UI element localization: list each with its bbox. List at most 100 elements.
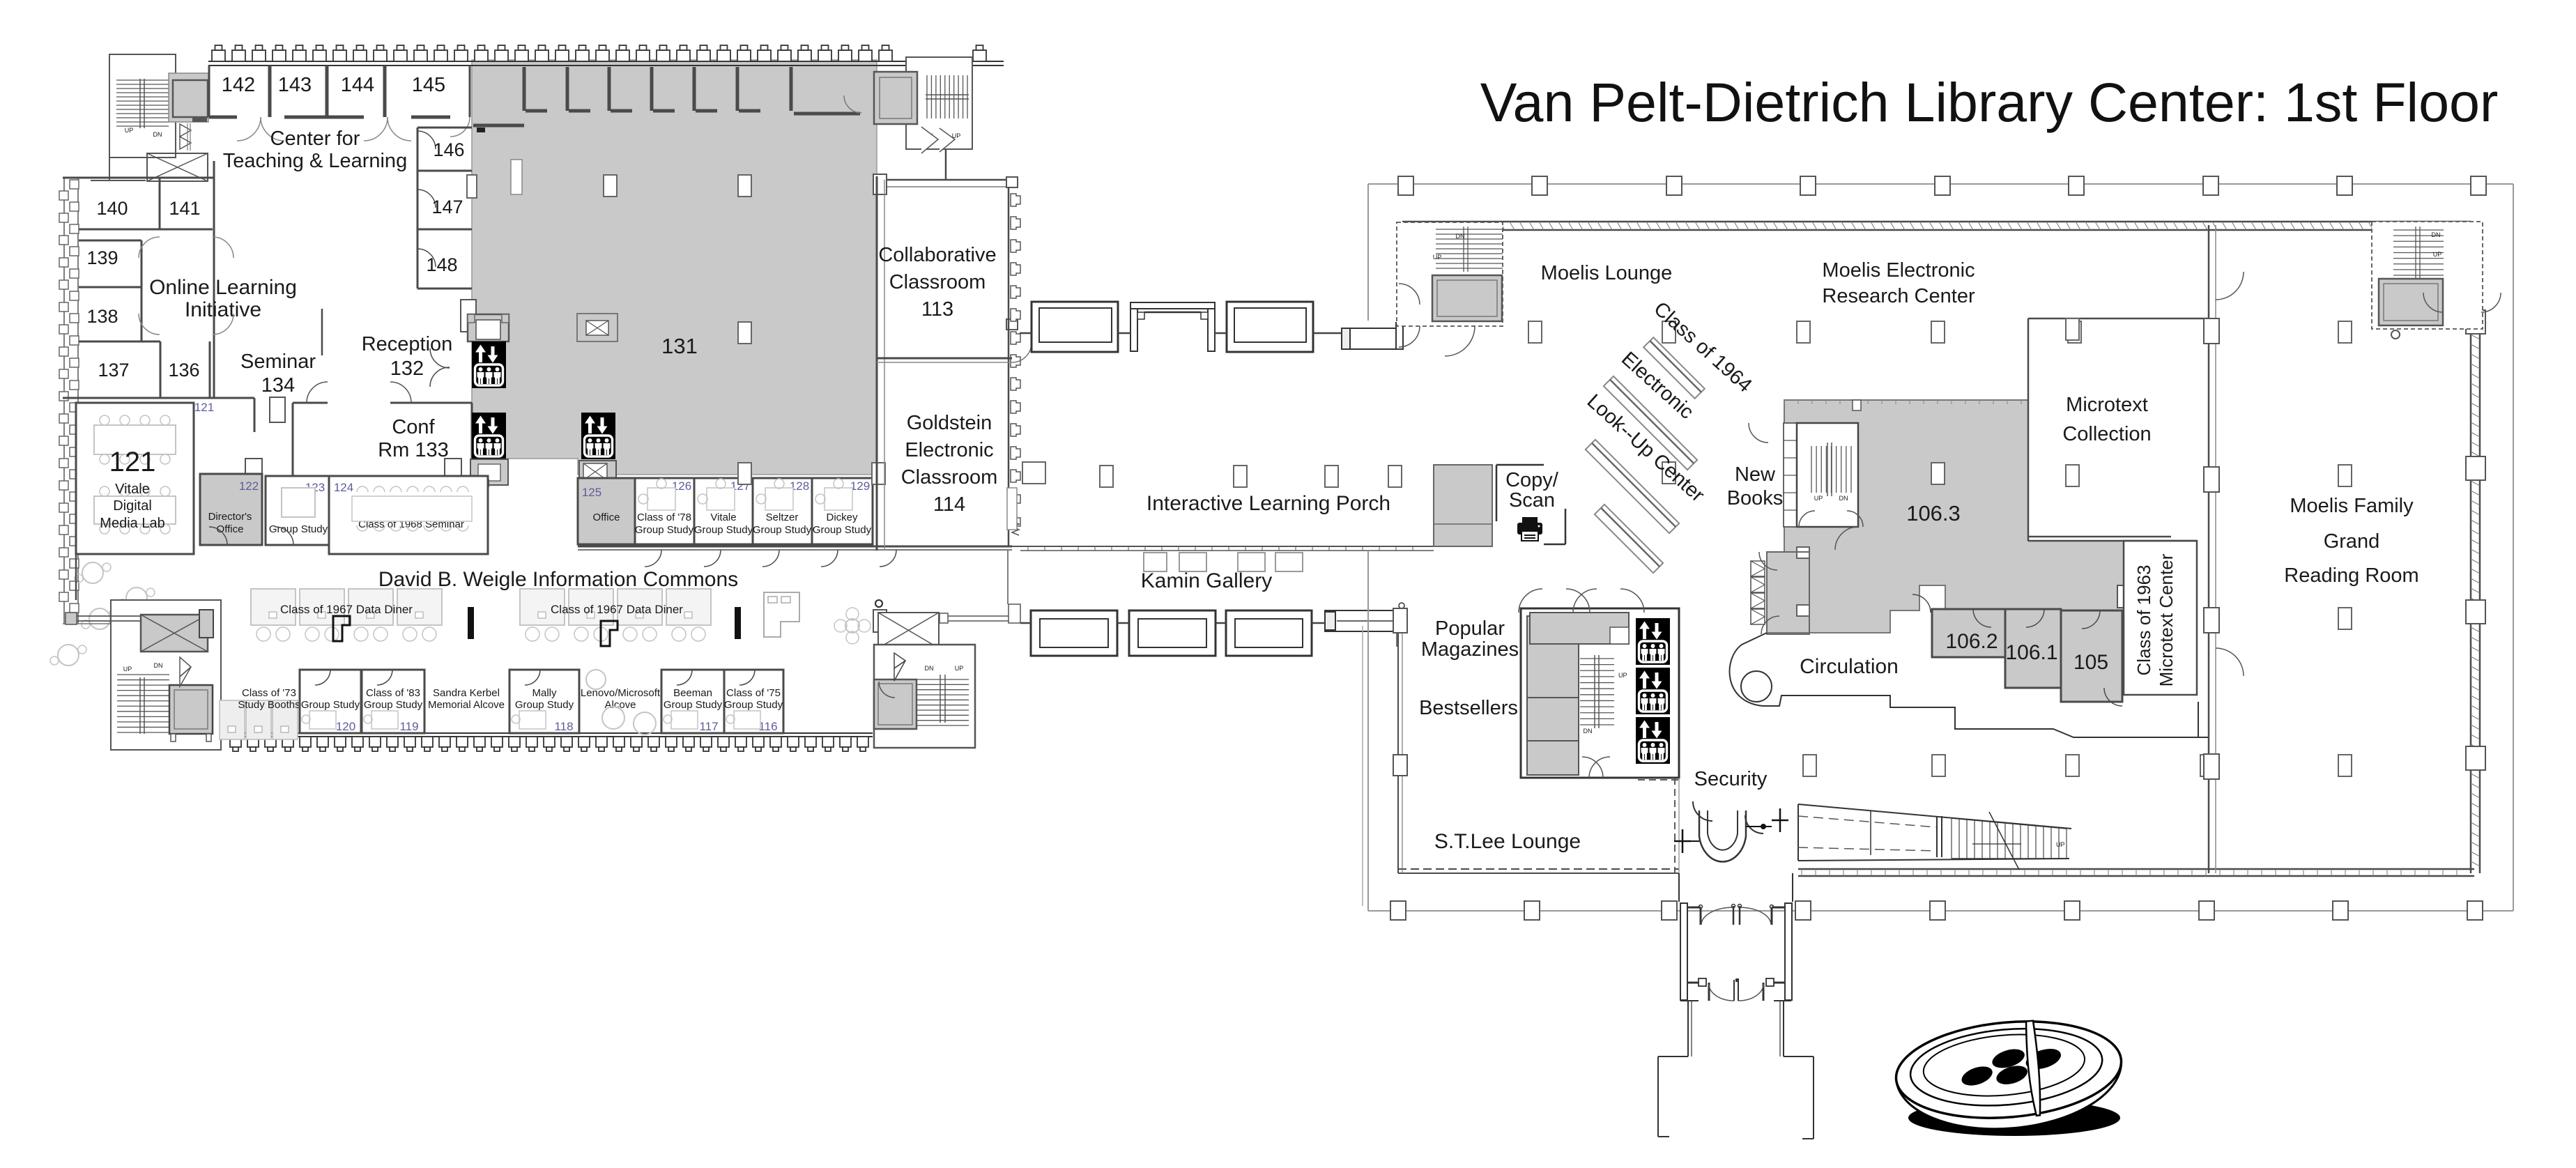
svg-text:106.3: 106.3 xyxy=(1906,501,1961,525)
svg-text:Magazines: Magazines xyxy=(1421,638,1519,661)
svg-text:Digital: Digital xyxy=(113,498,152,514)
svg-text:UP: UP xyxy=(123,666,132,673)
svg-text:Class of '83: Class of '83 xyxy=(366,687,420,699)
svg-text:138: 138 xyxy=(86,306,118,327)
svg-text:Microtext: Microtext xyxy=(2066,394,2148,416)
svg-text:126: 126 xyxy=(672,479,691,493)
svg-text:DN: DN xyxy=(2432,231,2441,238)
svg-text:Microtext Center: Microtext Center xyxy=(2156,553,2177,686)
svg-text:121: 121 xyxy=(109,447,156,477)
svg-text:Seminar: Seminar xyxy=(240,351,316,373)
svg-text:Vitale: Vitale xyxy=(115,482,150,497)
svg-text:Books: Books xyxy=(1727,487,1784,509)
svg-text:Group Study: Group Study xyxy=(813,524,872,536)
svg-text:Dickey: Dickey xyxy=(826,512,858,523)
svg-text:Collection: Collection xyxy=(2062,423,2151,445)
svg-text:Media Lab: Media Lab xyxy=(100,516,164,531)
svg-text:Class of '75: Class of '75 xyxy=(726,687,781,699)
svg-text:Office: Office xyxy=(593,512,620,523)
svg-text:Interactive Learning Porch: Interactive Learning Porch xyxy=(1147,492,1390,515)
svg-text:UP: UP xyxy=(2433,251,2442,258)
svg-text:Class of '73: Class of '73 xyxy=(242,687,296,699)
svg-text:Grand: Grand xyxy=(2324,530,2380,553)
svg-text:141: 141 xyxy=(169,198,200,219)
svg-text:Sandra Kerbel: Sandra Kerbel xyxy=(433,687,500,699)
svg-text:106.1: 106.1 xyxy=(2005,641,2057,664)
svg-text:Moelis Lounge: Moelis Lounge xyxy=(1541,262,1673,284)
svg-text:Group Study: Group Study xyxy=(635,524,694,536)
svg-text:Rm 133: Rm 133 xyxy=(378,439,449,461)
svg-text:Group Study: Group Study xyxy=(694,524,753,536)
svg-text:Study Booths: Study Booths xyxy=(238,699,300,711)
svg-text:113: 113 xyxy=(921,298,953,321)
svg-text:Memorial Alcove: Memorial Alcove xyxy=(428,699,505,711)
svg-text:Initiative: Initiative xyxy=(185,298,261,321)
svg-text:137: 137 xyxy=(98,360,129,381)
svg-text:146: 146 xyxy=(433,139,464,160)
svg-text:Conf: Conf xyxy=(392,416,435,438)
svg-text:Group Study: Group Study xyxy=(364,699,423,711)
svg-text:Scan: Scan xyxy=(1509,489,1555,512)
svg-text:New: New xyxy=(1735,463,1776,486)
svg-text:106.2: 106.2 xyxy=(1945,630,1998,653)
svg-text:Classroom: Classroom xyxy=(889,271,986,293)
svg-text:119: 119 xyxy=(399,720,418,733)
svg-text:Office: Office xyxy=(217,523,244,535)
svg-text:128: 128 xyxy=(790,479,809,493)
svg-text:DN: DN xyxy=(925,665,934,672)
svg-text:Group Study: Group Study xyxy=(515,699,574,711)
svg-text:124: 124 xyxy=(334,481,353,494)
svg-text:Seltzer: Seltzer xyxy=(766,512,799,523)
svg-text:UP: UP xyxy=(1814,495,1823,502)
svg-text:S.T.Lee Lounge: S.T.Lee Lounge xyxy=(1434,830,1581,853)
svg-text:UP: UP xyxy=(125,127,134,134)
svg-text:Alcove: Alcove xyxy=(604,699,636,711)
svg-text:Popular: Popular xyxy=(1435,617,1505,640)
svg-text:Group Study: Group Study xyxy=(301,699,360,711)
svg-text:139: 139 xyxy=(86,247,118,268)
svg-text:125: 125 xyxy=(582,486,601,499)
svg-text:Van Pelt-Dietrich Library Cent: Van Pelt-Dietrich Library Center: 1st Fl… xyxy=(1480,71,2499,133)
svg-text:116: 116 xyxy=(758,720,777,733)
svg-text:148: 148 xyxy=(426,254,457,275)
svg-text:Mally: Mally xyxy=(532,687,557,699)
svg-text:105: 105 xyxy=(2073,651,2108,674)
svg-text:Collaborative: Collaborative xyxy=(878,244,996,266)
svg-text:Moelis Family: Moelis Family xyxy=(2290,495,2414,517)
svg-text:DN: DN xyxy=(1839,495,1848,502)
svg-text:DN: DN xyxy=(154,662,163,669)
svg-text:118: 118 xyxy=(554,720,573,733)
svg-text:120: 120 xyxy=(336,720,355,733)
svg-text:140: 140 xyxy=(96,198,128,219)
svg-text:UP: UP xyxy=(952,132,961,139)
svg-text:Copy/: Copy/ xyxy=(1505,469,1559,491)
svg-text:Circulation: Circulation xyxy=(1800,655,1899,678)
svg-text:Group Study: Group Study xyxy=(724,699,783,711)
svg-text:Class of '78: Class of '78 xyxy=(637,512,691,523)
svg-text:Security: Security xyxy=(1694,768,1768,790)
svg-text:117: 117 xyxy=(699,720,718,733)
svg-text:Kamin Gallery: Kamin Gallery xyxy=(1141,569,1272,592)
svg-text:142: 142 xyxy=(222,74,255,96)
svg-text:136: 136 xyxy=(168,360,199,381)
svg-text:Group Study: Group Study xyxy=(664,699,723,711)
svg-text:UP: UP xyxy=(1433,254,1442,261)
svg-text:Lenovo/Microsoft: Lenovo/Microsoft xyxy=(581,687,661,699)
svg-text:131: 131 xyxy=(661,334,698,358)
svg-text:144: 144 xyxy=(341,74,374,96)
svg-text:145: 145 xyxy=(412,74,445,96)
svg-text:Moelis Electronic: Moelis Electronic xyxy=(1822,259,1975,282)
svg-text:Classroom: Classroom xyxy=(901,466,998,489)
svg-text:147: 147 xyxy=(431,197,463,217)
svg-text:132: 132 xyxy=(390,358,424,380)
svg-text:Teaching & Learning: Teaching & Learning xyxy=(223,150,407,172)
svg-text:129: 129 xyxy=(850,479,870,493)
svg-text:122: 122 xyxy=(239,479,259,493)
svg-text:Group Study: Group Study xyxy=(753,524,812,536)
svg-text:Group Study: Group Study xyxy=(269,523,328,535)
svg-text:Bestsellers: Bestsellers xyxy=(1419,697,1518,719)
svg-text:Electronic: Electronic xyxy=(905,439,993,461)
svg-text:Goldstein: Goldstein xyxy=(907,412,992,434)
svg-text:Class of 1963: Class of 1963 xyxy=(2133,565,2154,676)
svg-text:David B. Weigle Information Co: David B. Weigle Information Commons xyxy=(378,568,738,591)
